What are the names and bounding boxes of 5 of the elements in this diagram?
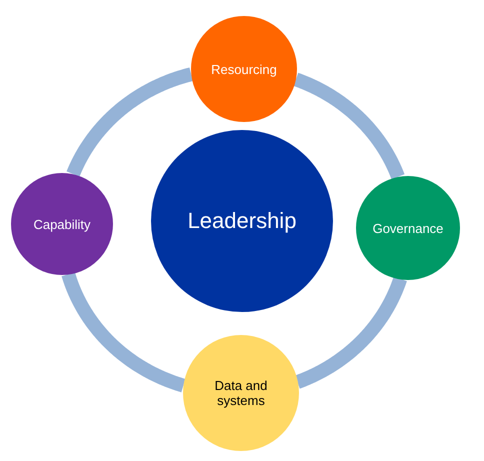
topic-label: Resourcing [211,62,277,76]
topic-label: Governance [372,220,444,236]
topic-label: Capability [33,216,91,232]
topic-label: Leadership [188,208,296,234]
topic-label: Data and systems [214,378,268,408]
